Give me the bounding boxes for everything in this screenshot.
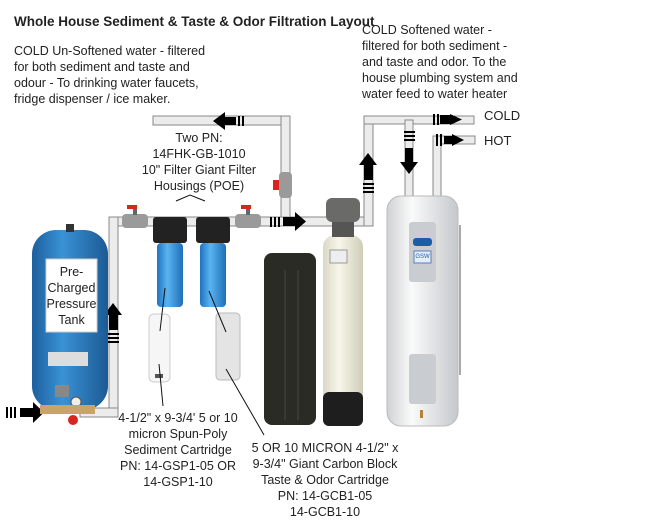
sediment-cartridge	[148, 313, 171, 383]
note-line: Taste & Odor Cartridge	[261, 473, 389, 487]
cold-output-label: COLD	[484, 108, 521, 123]
carbon-cartridge-note: 5 OR 10 MICRON 4-1/2" x 9-3/4" Giant Car…	[250, 440, 400, 520]
valve-icon[interactable]	[235, 205, 261, 228]
note-line: PN: 14-GSP1-05 OR	[119, 459, 236, 473]
tank-label-line: Pressure	[46, 297, 97, 311]
note-line: COLD Softened water -	[362, 23, 492, 37]
heater-badge: GSW	[415, 254, 430, 260]
note-line: micron Spun-Poly	[128, 427, 228, 441]
note-line: 14-GSP1-10	[143, 475, 213, 489]
carbon-cartridge	[215, 312, 241, 381]
tank-label-line: Pre-	[59, 265, 84, 279]
note-line: Two PN:	[175, 131, 223, 145]
note-line: water feed to water heater	[362, 87, 508, 101]
hot-output-label: HOT	[484, 133, 512, 148]
diagram-title: Whole House Sediment & Taste & Odor Filt…	[14, 14, 375, 29]
arrow-up-softener	[359, 153, 377, 193]
brine-tank	[264, 253, 316, 425]
tank-label-line: Charged	[47, 281, 96, 295]
note-line: for both sediment and taste and	[14, 60, 190, 74]
tank-label-line: Tank	[58, 313, 85, 327]
filter-housing-carbon	[196, 217, 230, 307]
right-note: COLD Softened water - filtered for both …	[362, 22, 518, 102]
sediment-cartridge-note: 4-1/2" x 9-3/4' 5 or 10 micron Spun-Poly…	[108, 410, 248, 490]
note-line: fridge dispenser / ice maker.	[14, 92, 171, 106]
tank-label: Pre- Charged Pressure Tank	[46, 264, 97, 328]
note-line: and taste and odor. To the	[362, 55, 507, 69]
arrow-right-cold	[433, 114, 462, 125]
note-line: 14FHK-GB-1010	[152, 147, 246, 161]
housings-note: Two PN: 14FHK-GB-1010 10" Filter Giant F…	[138, 130, 260, 194]
note-line: 14-GCB1-10	[289, 505, 361, 519]
note-line: filtered for both sediment -	[362, 39, 508, 53]
arrow-up-left	[104, 303, 122, 343]
arrow-right-hot	[436, 134, 464, 146]
note-line: Sediment Cartridge	[124, 443, 232, 457]
note-line: 4-1/2" x 9-3/4' 5 or 10	[118, 411, 238, 425]
valve-icon[interactable]	[273, 172, 292, 198]
note-line: Housings (POE)	[153, 179, 245, 193]
note-line: 5 OR 10 MICRON 4-1/2" x	[251, 441, 399, 455]
leader-lines	[158, 194, 265, 436]
filter-housing-sediment	[153, 217, 187, 307]
water-heater	[386, 195, 461, 427]
flow-arrows	[6, 112, 464, 423]
note-line: house plumbing system and	[362, 71, 518, 85]
left-note: COLD Un-Softened water - filtered for bo…	[14, 43, 205, 107]
note-line: COLD Un-Softened water - filtered	[14, 44, 206, 58]
arrow-left-top	[213, 112, 244, 130]
note-line: PN: 14-GCB1-05	[277, 489, 373, 503]
valve-icon[interactable]	[122, 205, 148, 228]
note-line: odour - To drinking water faucets,	[14, 76, 199, 90]
note-line: 10" Filter Giant Filter	[141, 163, 257, 177]
arrow-right-main	[270, 212, 306, 231]
note-line: 9-3/4" Giant Carbon Block	[252, 457, 398, 471]
softener-tank	[323, 198, 363, 426]
pressure-tank	[32, 224, 108, 425]
arrow-right-inlet	[6, 402, 44, 423]
arrow-down-heater	[400, 131, 418, 174]
